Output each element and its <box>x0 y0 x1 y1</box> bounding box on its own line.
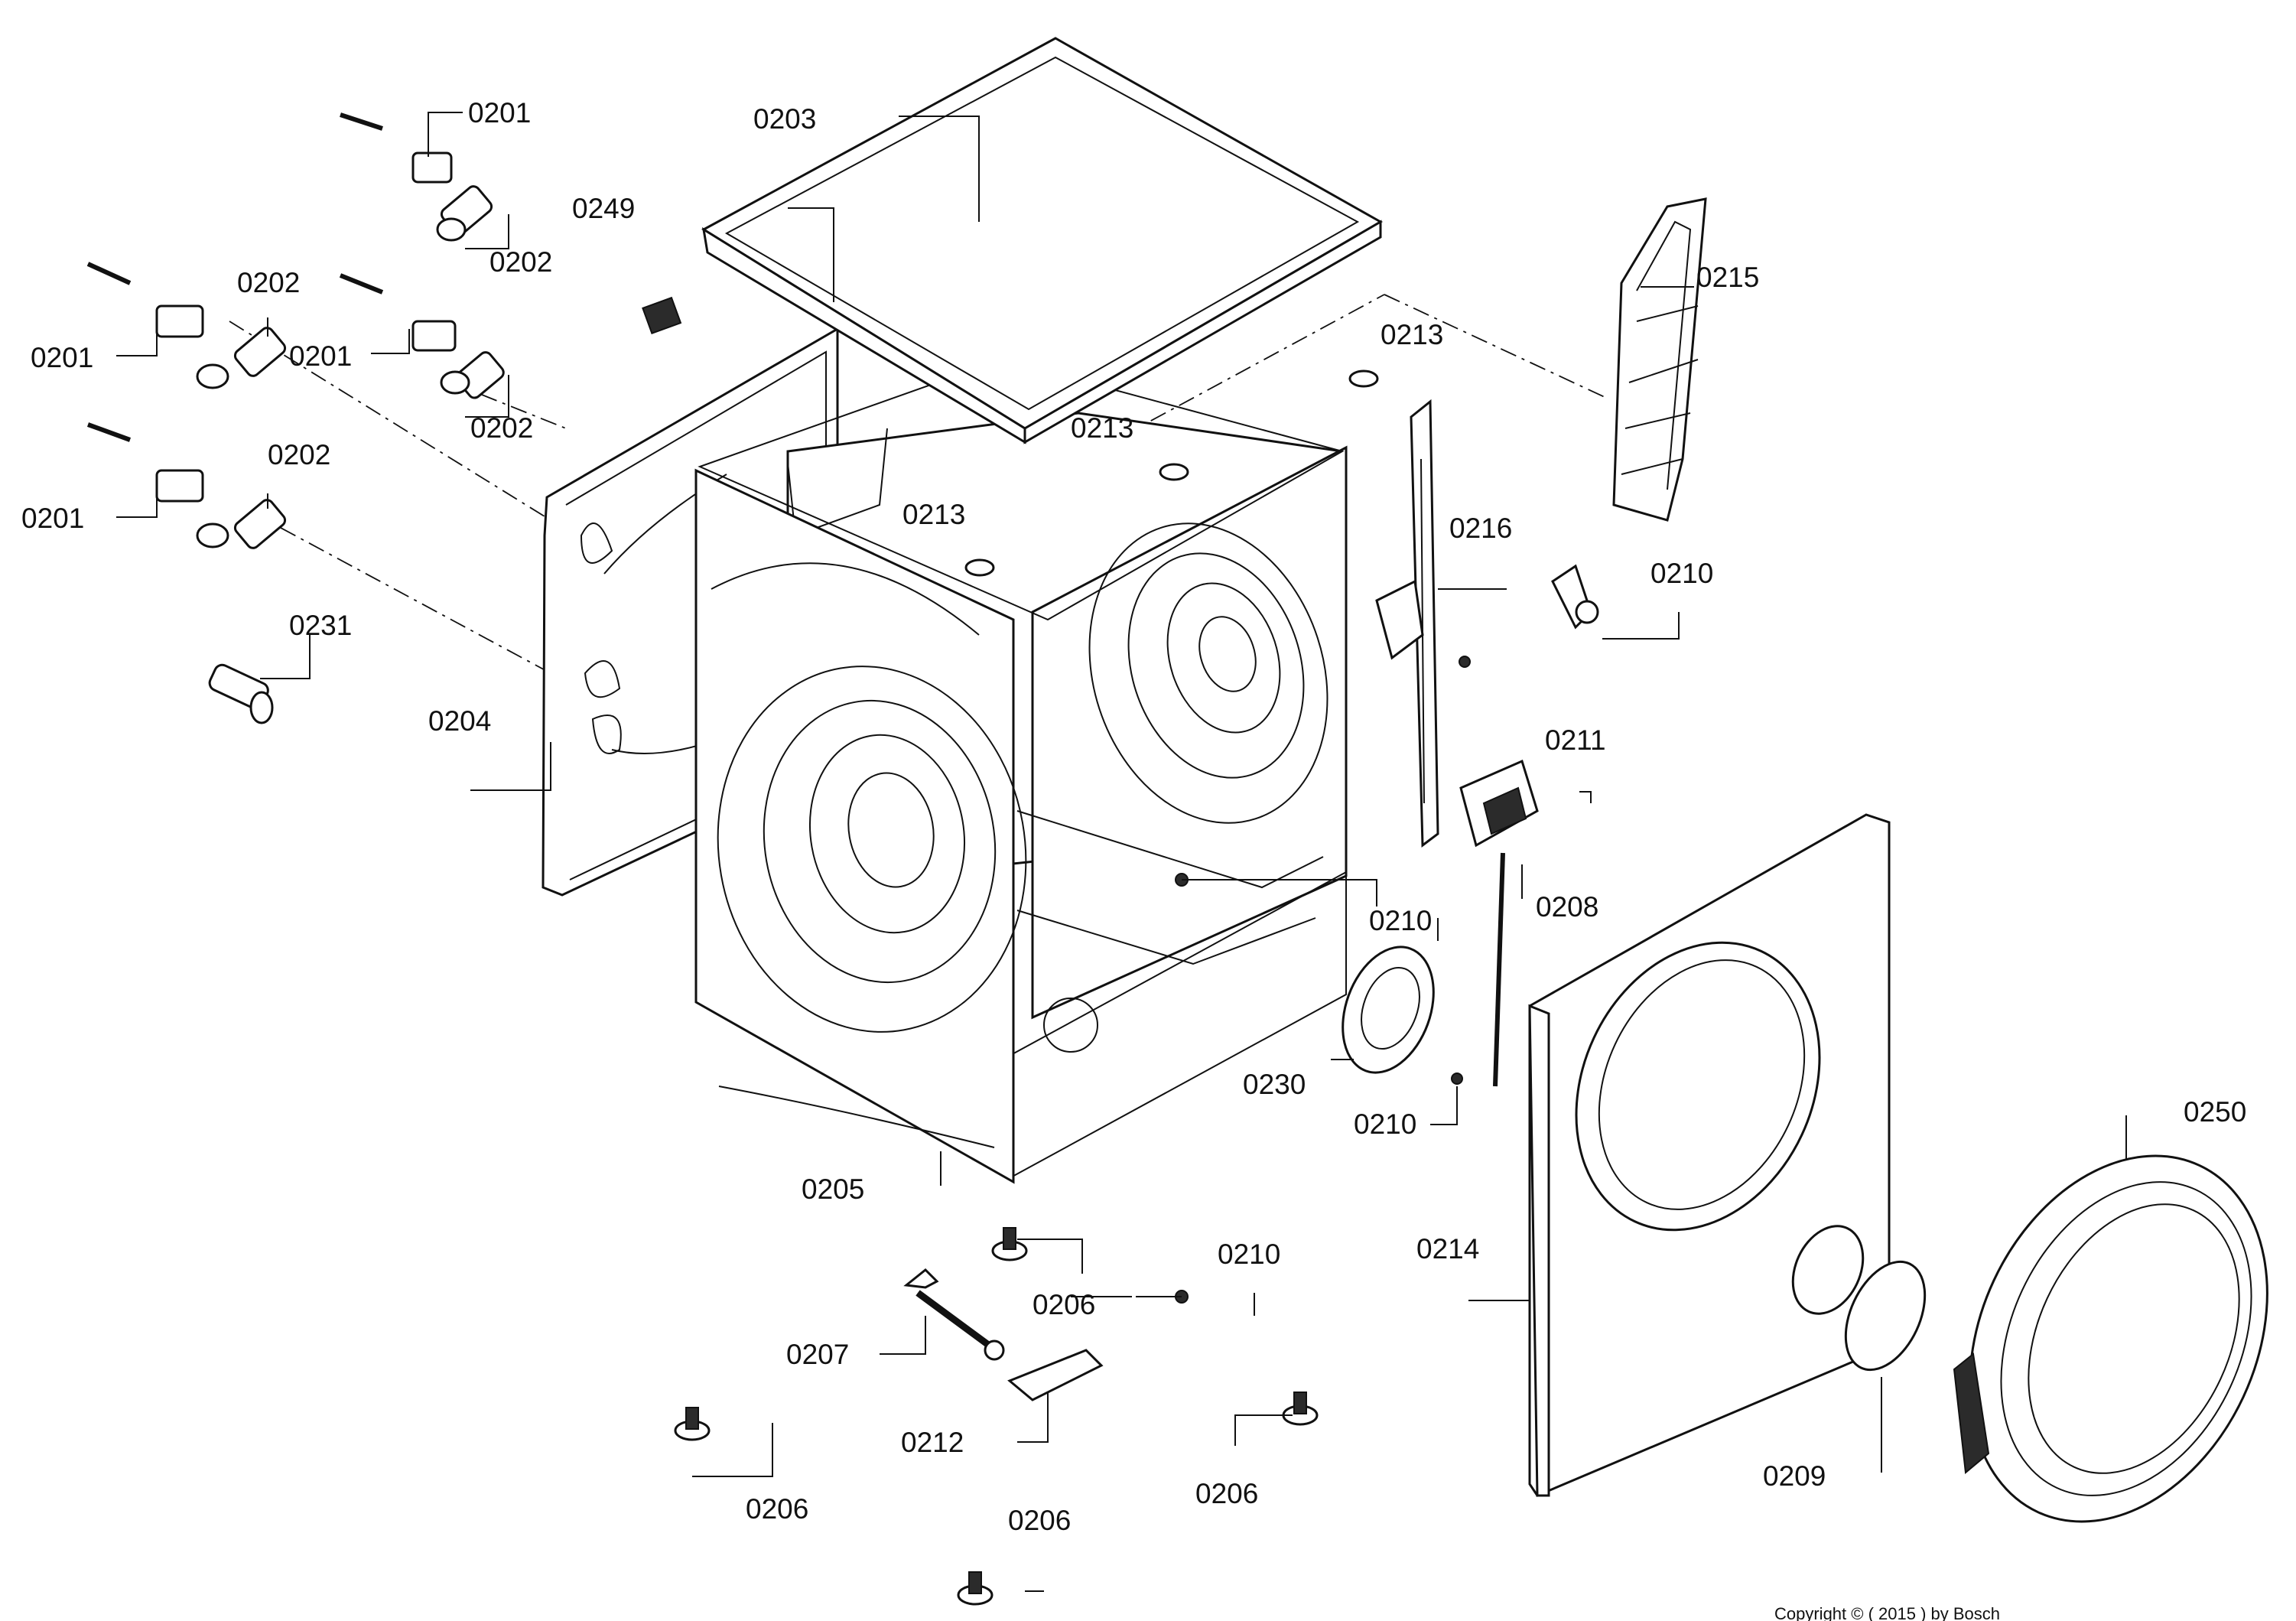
label-0201-b: 0201 <box>31 342 93 373</box>
label-0210-a: 0210 <box>1650 558 1713 589</box>
label-0209: 0209 <box>1763 1460 1826 1492</box>
label-0210-b: 0210 <box>1369 905 1432 936</box>
feet-and-tools <box>674 1227 1319 1606</box>
label-0249: 0249 <box>572 193 635 224</box>
label-0202-c: 0202 <box>470 412 533 444</box>
label-0213-a: 0213 <box>1381 319 1443 350</box>
door-0250 <box>1953 1154 2268 1523</box>
label-0206-d: 0206 <box>1008 1505 1071 1536</box>
label-0215: 0215 <box>1696 262 1759 293</box>
label-0231: 0231 <box>289 610 352 641</box>
label-0202-d: 0202 <box>268 439 330 470</box>
leader-lines <box>116 112 2127 1592</box>
label-0230: 0230 <box>1243 1069 1306 1100</box>
label-0213-c: 0213 <box>902 499 965 530</box>
copyright-text: Copyright © ( 2015 ) by Bosch <box>1774 1604 2000 1621</box>
label-0210-c: 0210 <box>1354 1108 1416 1140</box>
small-parts <box>208 296 1599 1304</box>
label-0201-d: 0201 <box>21 503 84 534</box>
label-0201-a: 0201 <box>468 97 531 129</box>
label-0202-b: 0202 <box>237 267 300 298</box>
part-labels: 0201 0203 0249 0202 0202 0201 0201 0202 … <box>21 97 2246 1536</box>
label-0208: 0208 <box>1536 891 1598 923</box>
flap-0209 <box>1844 1260 1927 1372</box>
cabinet-0205 <box>694 358 1348 1184</box>
label-0216: 0216 <box>1449 513 1512 544</box>
label-0205: 0205 <box>802 1173 864 1205</box>
label-0202-a: 0202 <box>489 246 552 278</box>
label-0206-a: 0206 <box>1033 1289 1095 1320</box>
bracket-0215 <box>1612 197 1707 522</box>
label-0250: 0250 <box>2184 1096 2246 1128</box>
label-0214: 0214 <box>1416 1233 1479 1265</box>
rail-0216 <box>1375 399 1439 848</box>
label-0211: 0211 <box>1545 724 1606 756</box>
label-0207: 0207 <box>786 1339 849 1370</box>
label-0210-d: 0210 <box>1218 1239 1280 1270</box>
label-0213-b: 0213 <box>1071 412 1133 444</box>
label-0206-b: 0206 <box>746 1493 808 1525</box>
top-cover-0203 <box>701 37 1384 444</box>
label-0206-c: 0206 <box>1195 1478 1258 1509</box>
label-0212: 0212 <box>901 1427 964 1458</box>
bolts-and-holders <box>86 112 505 549</box>
label-0204: 0204 <box>428 705 491 737</box>
label-0203: 0203 <box>753 103 816 135</box>
front-panel-0214 <box>1528 813 1891 1497</box>
label-0201-c: 0201 <box>289 340 352 372</box>
